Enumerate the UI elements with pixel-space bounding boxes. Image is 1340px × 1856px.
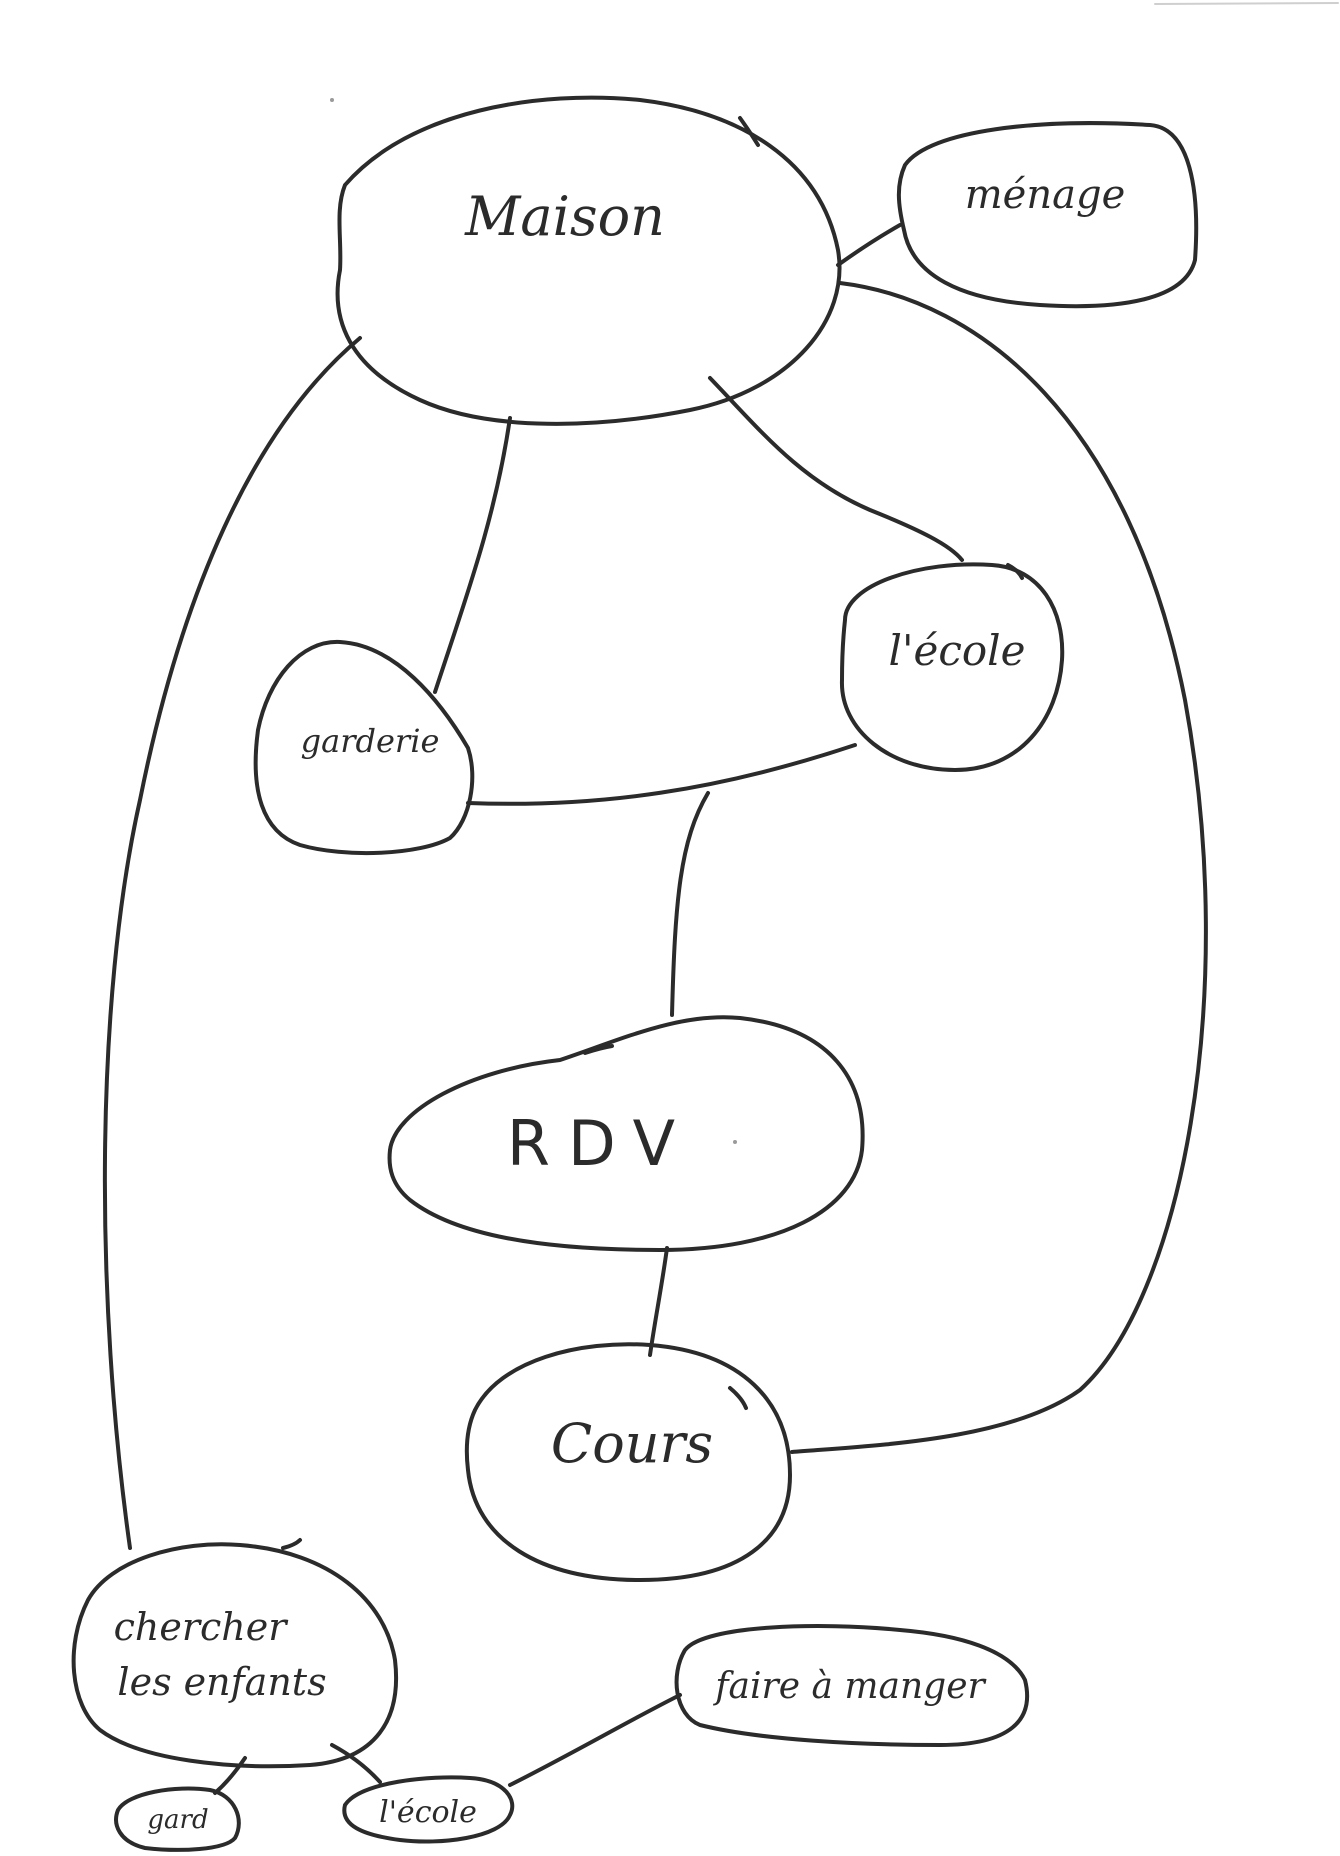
edge-maison-garderie — [433, 416, 512, 694]
edge-rdv-cours — [648, 1246, 669, 1357]
node-chercher-label-line1: chercher — [114, 1605, 290, 1649]
node-gard: gard — [114, 1786, 241, 1852]
node-cours-label: Cours — [551, 1412, 713, 1475]
node-ecole-label: l'école — [889, 626, 1026, 675]
node-ecole: l'école — [839, 562, 1065, 772]
node-ecole-small-outline — [342, 1775, 515, 1844]
node-maison-outline — [335, 95, 842, 426]
node-rdv-outline — [387, 1015, 865, 1252]
node-garderie: garderie — [253, 639, 475, 856]
node-garderie-outline — [253, 639, 475, 856]
node-garderie-label: garderie — [301, 722, 440, 760]
node-rdv: RDV — [387, 1015, 865, 1252]
node-chercher-tail — [281, 1538, 302, 1550]
node-maison-tail — [738, 116, 760, 147]
edge-to-rdv — [670, 791, 710, 1017]
node-cours-outline — [464, 1342, 792, 1582]
scan-speck — [733, 1140, 737, 1144]
node-faire-manger: faire à manger — [674, 1624, 1030, 1747]
node-maison-label: Maison — [464, 185, 665, 248]
node-chercher: chercher les enfants — [71, 1538, 398, 1769]
node-faire-manger-label: faire à manger — [712, 1666, 986, 1707]
scan-speck — [330, 98, 334, 102]
node-chercher-outline — [71, 1542, 398, 1769]
node-cours-tail — [728, 1386, 748, 1410]
node-menage-outline — [896, 121, 1199, 309]
node-rdv-label: RDV — [507, 1107, 693, 1180]
node-ecole-small: l'école — [342, 1775, 515, 1844]
node-gard-label: gard — [147, 1805, 208, 1835]
node-menage-label: ménage — [965, 172, 1126, 218]
edge-maison-cours — [790, 281, 1208, 1454]
node-menage: ménage — [896, 121, 1199, 309]
edge-maison-menage — [836, 223, 902, 267]
node-gard-outline — [114, 1786, 241, 1852]
node-cours: Cours — [464, 1342, 792, 1582]
edge-chercher-ecole-small — [330, 1743, 382, 1784]
node-maison: Maison — [335, 95, 842, 426]
edge-ecole-small-faire — [508, 1693, 682, 1787]
node-faire-manger-outline — [674, 1624, 1030, 1747]
node-rdv-tail — [583, 1044, 614, 1055]
edge-garderie-ecole — [466, 743, 857, 806]
node-chercher-label-line2: les enfants — [117, 1660, 326, 1704]
edge-maison-ecole — [708, 376, 964, 562]
node-ecole-outline — [839, 562, 1065, 772]
page-edge-line — [1154, 2, 1339, 5]
node-ecole-tail — [1006, 563, 1024, 580]
edge-maison-chercher — [102, 336, 362, 1550]
node-ecole-small-label: l'école — [379, 1795, 477, 1830]
